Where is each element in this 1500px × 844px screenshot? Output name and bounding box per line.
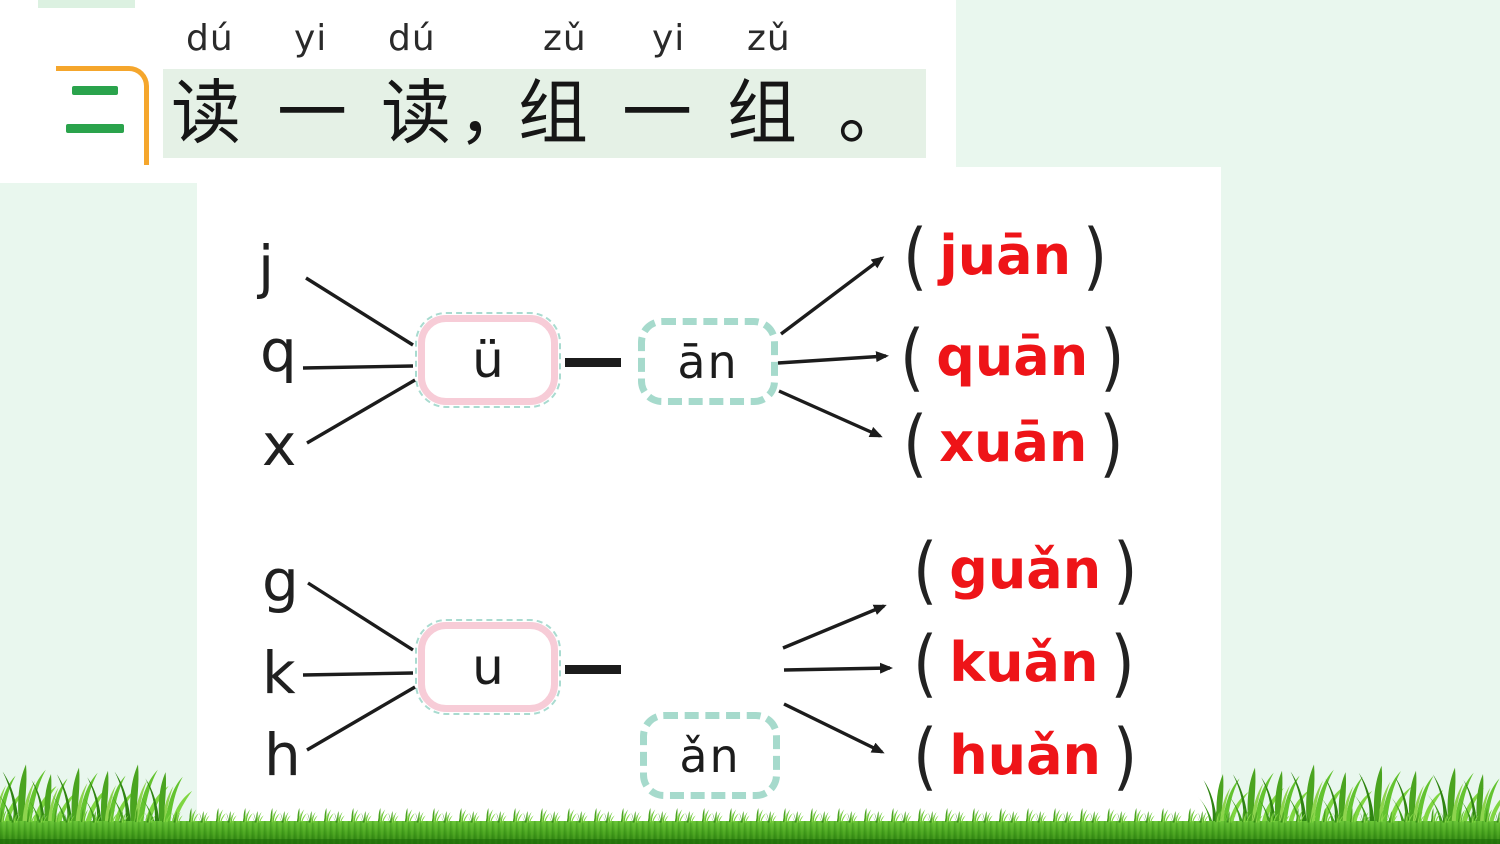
answer-xuan: xuān [939, 411, 1088, 474]
initial-letter-x: x [262, 411, 297, 479]
initial-letter-j: j [258, 233, 275, 301]
paren-open: ( [903, 212, 928, 299]
answer-row: ( juān ) [903, 219, 1107, 292]
answer-quan: quān [936, 325, 1089, 388]
final-text: ān [677, 334, 739, 389]
paren-open: ( [913, 526, 938, 613]
paren-open: ( [900, 313, 925, 400]
answer-row: ( guǎn ) [913, 533, 1137, 606]
answer-kuan: kuǎn [949, 631, 1099, 694]
paren-open: ( [913, 619, 938, 706]
pinyin-word: zǔ [747, 18, 791, 59]
paren-close: ) [1099, 399, 1124, 486]
title-char: 组 [727, 76, 797, 153]
title-char: 一 [277, 76, 347, 153]
paren-close: ) [1113, 526, 1138, 613]
title-char: 读 [171, 76, 241, 153]
answer-row: ( kuǎn ) [913, 626, 1135, 699]
pinyin-word: dú [186, 18, 234, 59]
paren-open: ( [903, 399, 928, 486]
initial-letter-q: q [260, 317, 297, 385]
section-number-stroke-top [72, 86, 118, 95]
section-number-stroke-bottom [66, 124, 124, 133]
answer-row: ( quān ) [900, 320, 1124, 393]
final-box-an1: ān [638, 318, 778, 405]
title-char: 。 [838, 76, 908, 153]
top-accent-rect [38, 0, 135, 8]
paren-close: ) [1110, 619, 1135, 706]
initial-letter-k: k [262, 639, 296, 707]
medial-text: ü [472, 331, 504, 389]
title-char: ， [458, 76, 528, 153]
medial-box-u-umlaut: ü [415, 312, 561, 408]
title-char: 一 [622, 76, 692, 153]
pinyin-word: yi [294, 18, 328, 59]
section-number-frame [56, 66, 149, 165]
paren-close: ) [1100, 313, 1125, 400]
paren-close: ) [1083, 212, 1108, 299]
title-char: 读 [381, 76, 451, 153]
answer-juan: juān [939, 224, 1072, 287]
pinyin-word: zǔ [543, 18, 587, 59]
medial-text: u [472, 638, 504, 696]
answer-row: ( xuān ) [903, 406, 1124, 479]
title-char: 组 [518, 76, 588, 153]
grass-border [0, 758, 1500, 844]
pinyin-word: yi [652, 18, 686, 59]
answer-guan: guǎn [949, 538, 1102, 601]
connector-dash [565, 358, 621, 367]
pinyin-word: dú [388, 18, 436, 59]
initial-letter-g: g [262, 547, 299, 615]
section-title-strip [163, 69, 926, 158]
medial-box-u: u [415, 619, 561, 715]
connector-dash [565, 665, 621, 674]
